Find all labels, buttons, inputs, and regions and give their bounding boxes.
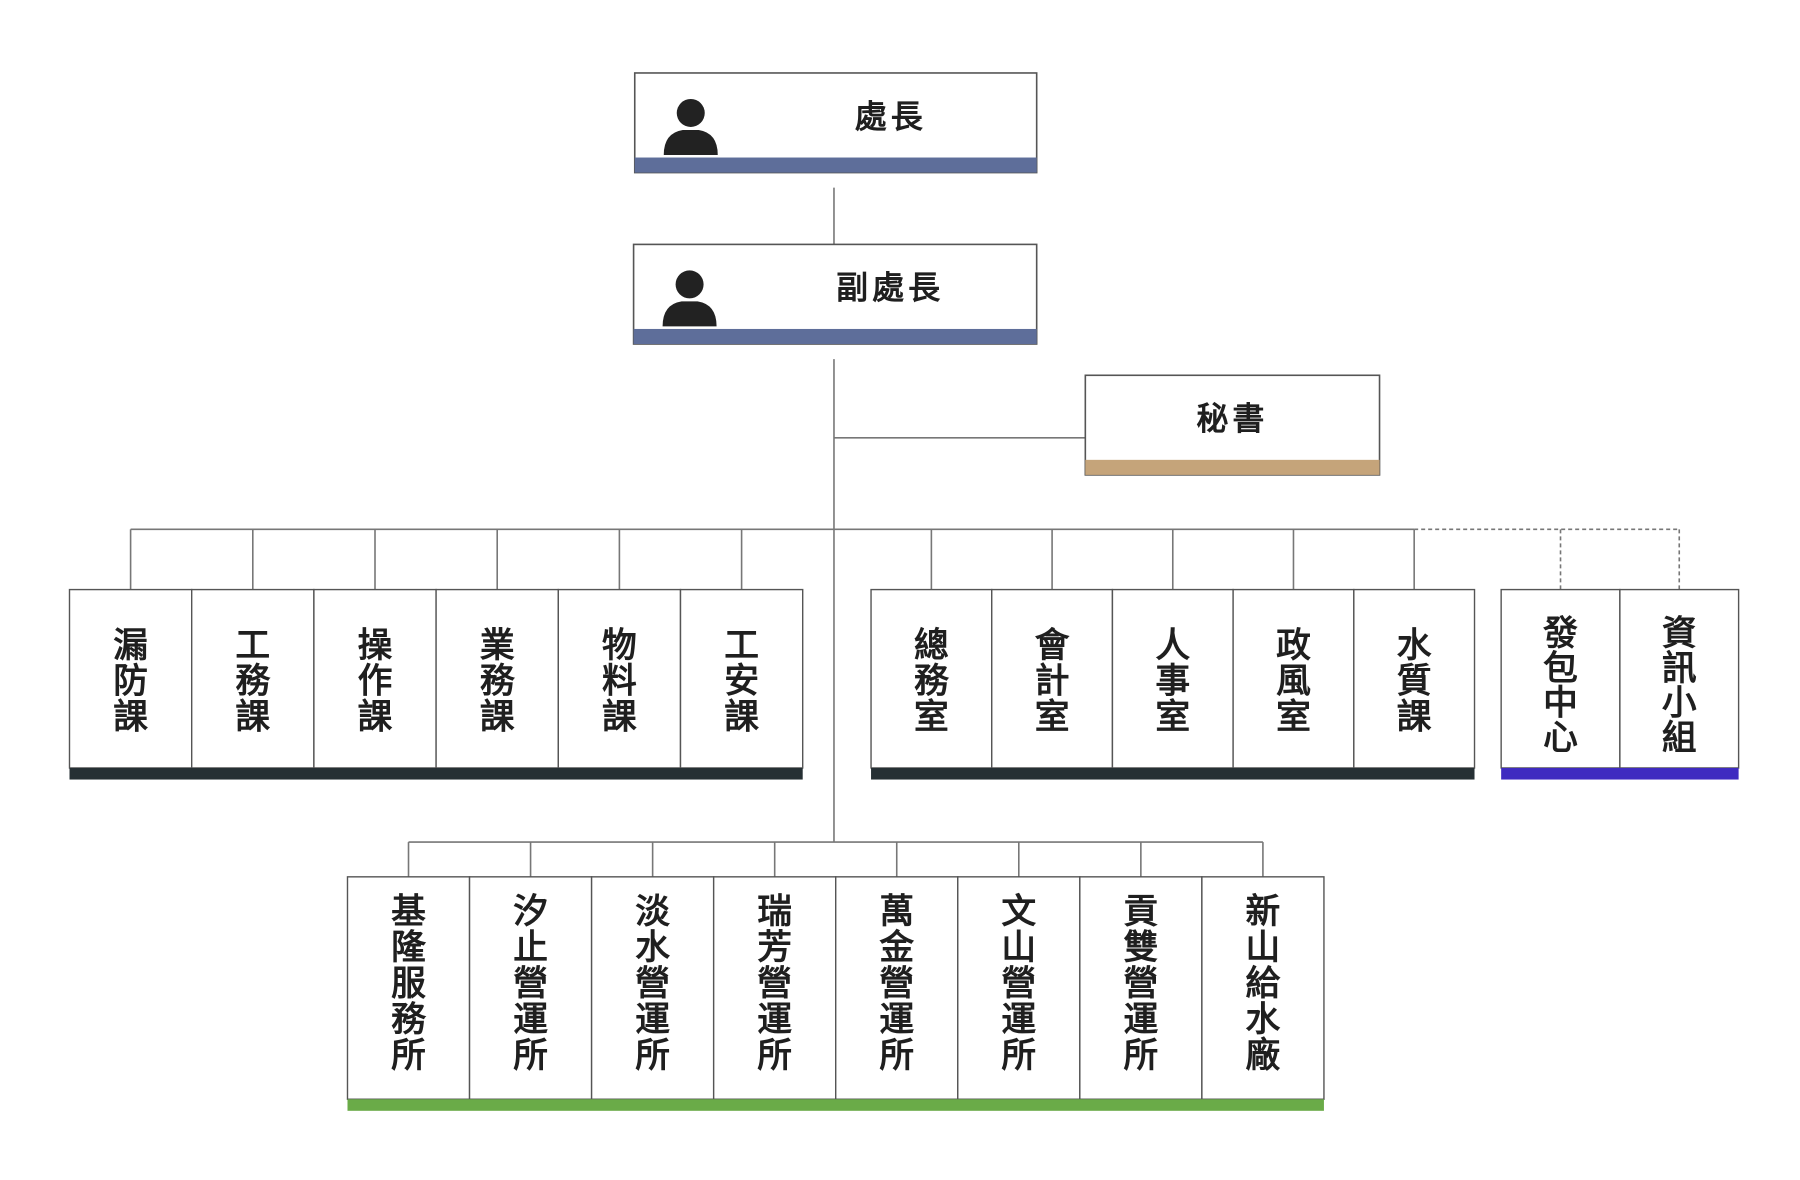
groups-row-unit[interactable]: 發包中心 bbox=[1500, 588, 1621, 769]
director-node[interactable]: 處長 bbox=[633, 72, 1038, 174]
unit-label: 業務課 bbox=[480, 626, 516, 738]
stations-row-color-bar bbox=[347, 1099, 1324, 1111]
stations-row: 基隆服務所 汐止營運所 淡水營運所 瑞芳營運所 萬金營運所 文山營運所 貢雙營運所 新山給水廠 bbox=[346, 876, 1325, 1111]
director-node-label: 處長 bbox=[855, 97, 927, 135]
unit-box bbox=[1500, 588, 1621, 769]
director-node-color-bar bbox=[634, 157, 1037, 173]
secretary-node-label: 秘書 bbox=[1196, 400, 1268, 438]
unit-box bbox=[679, 588, 804, 769]
unit-label: 淡水營運所 bbox=[635, 892, 670, 1076]
groups-row-color-bar bbox=[1501, 767, 1739, 780]
unit-label: 新山給水廠 bbox=[1246, 892, 1282, 1076]
stations-row-unit[interactable]: 貢雙營運所 bbox=[1079, 876, 1203, 1100]
unit-label: 操作課 bbox=[358, 626, 393, 738]
sections-right-row-unit[interactable]: 總務室 bbox=[870, 588, 993, 769]
person-icon bbox=[662, 270, 717, 327]
sections-left-row-unit[interactable]: 物料課 bbox=[557, 588, 682, 769]
sections-right-row-unit[interactable]: 會計室 bbox=[991, 588, 1114, 769]
unit-box bbox=[313, 588, 437, 769]
stations-row-unit[interactable]: 新山給水廠 bbox=[1201, 876, 1325, 1100]
sections-left-row-unit[interactable]: 操作課 bbox=[313, 588, 437, 769]
sections-left-row: 漏防課 工務課 操作課 業務課 物料課 工安課 bbox=[68, 588, 804, 780]
groups-row-unit[interactable]: 資訊小組 bbox=[1619, 588, 1740, 769]
unit-label: 資訊小組 bbox=[1662, 614, 1697, 758]
sections-right-row-unit[interactable]: 人事室 bbox=[1111, 588, 1234, 769]
sections-left-row-unit[interactable]: 工務課 bbox=[190, 588, 315, 769]
unit-label: 基隆服務所 bbox=[391, 892, 427, 1076]
sections-right-row-unit[interactable]: 水質課 bbox=[1353, 588, 1476, 769]
unit-box bbox=[1111, 588, 1234, 769]
stations-row-unit[interactable]: 基隆服務所 bbox=[346, 876, 471, 1100]
unit-box bbox=[1619, 588, 1740, 769]
unit-label: 物料課 bbox=[602, 626, 637, 738]
unit-label: 工務課 bbox=[235, 626, 271, 738]
secretary-node-box bbox=[1084, 374, 1381, 476]
sections-left-row-unit[interactable]: 業務課 bbox=[435, 588, 560, 769]
unit-box bbox=[1201, 876, 1325, 1100]
unit-box bbox=[1353, 588, 1476, 769]
unit-box bbox=[435, 588, 560, 769]
stations-row-unit[interactable]: 淡水營運所 bbox=[590, 876, 715, 1100]
unit-box bbox=[870, 588, 993, 769]
unit-label: 瑞芳營運所 bbox=[757, 892, 792, 1076]
unit-label: 文山營運所 bbox=[1001, 892, 1036, 1076]
person-icon bbox=[663, 98, 718, 155]
unit-label: 貢雙營運所 bbox=[1123, 892, 1158, 1076]
deputy-director-node-label: 副處長 bbox=[836, 269, 944, 307]
groups-row: 發包中心 資訊小組 bbox=[1500, 588, 1740, 780]
unit-box bbox=[957, 876, 1081, 1100]
unit-label: 人事室 bbox=[1155, 626, 1190, 738]
deputy-director-node-color-bar bbox=[633, 328, 1037, 345]
connector-lines bbox=[129, 187, 1681, 877]
stations-row-unit[interactable]: 汐止營運所 bbox=[468, 876, 593, 1100]
unit-box bbox=[468, 876, 593, 1100]
unit-label: 政風室 bbox=[1276, 626, 1311, 738]
unit-label: 發包中心 bbox=[1542, 614, 1578, 758]
stations-row-unit[interactable]: 文山營運所 bbox=[957, 876, 1081, 1100]
unit-box bbox=[1079, 876, 1203, 1100]
deputy-director-node[interactable]: 副處長 bbox=[632, 243, 1038, 345]
sections-right-row: 總務室 會計室 人事室 政風室 水質課 bbox=[870, 588, 1476, 780]
unit-box bbox=[1232, 588, 1355, 769]
deputy-director-node-box bbox=[632, 243, 1038, 345]
unit-label: 工安課 bbox=[724, 626, 759, 738]
sections-left-row-unit[interactable]: 工安課 bbox=[679, 588, 804, 769]
stations-row-unit[interactable]: 萬金營運所 bbox=[835, 876, 959, 1100]
sections-right-row-color-bar bbox=[871, 767, 1475, 780]
unit-box bbox=[346, 876, 471, 1100]
secretary-node[interactable]: 秘書 bbox=[1084, 374, 1381, 476]
unit-label: 總務室 bbox=[914, 626, 950, 738]
unit-box bbox=[557, 588, 682, 769]
sections-left-row-color-bar bbox=[69, 767, 803, 780]
director-node-box bbox=[633, 72, 1038, 174]
unit-box bbox=[590, 876, 715, 1100]
unit-box bbox=[991, 588, 1114, 769]
unit-box bbox=[190, 588, 315, 769]
sections-left-row-unit[interactable]: 漏防課 bbox=[68, 588, 193, 769]
sections-right-row-unit[interactable]: 政風室 bbox=[1232, 588, 1355, 769]
secretary-node-color-bar bbox=[1085, 459, 1380, 475]
unit-label: 水質課 bbox=[1397, 626, 1432, 738]
unit-label: 漏防課 bbox=[113, 626, 148, 738]
unit-label: 會計室 bbox=[1035, 626, 1070, 738]
unit-label: 汐止營運所 bbox=[513, 892, 548, 1076]
stations-row-unit[interactable]: 瑞芳營運所 bbox=[712, 876, 837, 1100]
unit-label: 萬金營運所 bbox=[878, 892, 914, 1076]
